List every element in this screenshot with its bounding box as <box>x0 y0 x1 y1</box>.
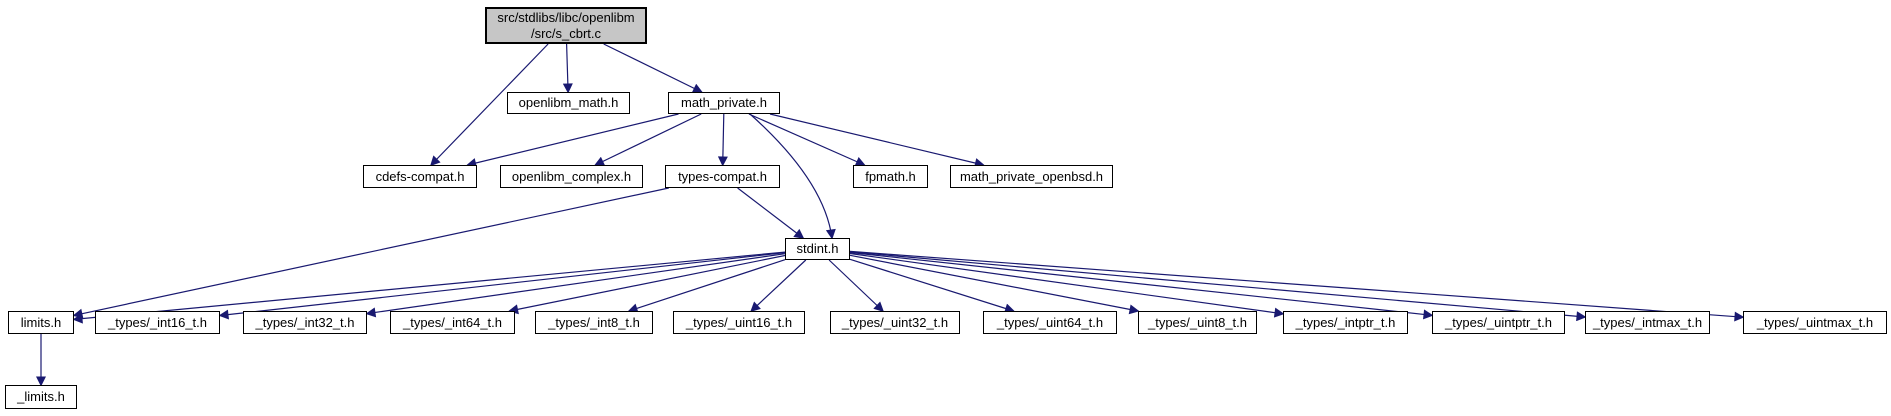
edge-s_cbrt-to-openlibm_math <box>562 43 573 94</box>
edge-stdint-to-int8 <box>627 259 786 314</box>
graph-node-limits_underscore[interactable]: _limits.h <box>5 385 77 409</box>
graph-node-openlibm_math[interactable]: openlibm_math.h <box>507 92 630 114</box>
edge-types_compat-to-limits <box>72 187 669 319</box>
graph-node-intptr[interactable]: _types/_intptr_t.h <box>1283 311 1408 334</box>
graph-node-types_compat[interactable]: types-compat.h <box>665 165 780 188</box>
edge-stdint-to-uint16 <box>750 259 807 313</box>
edge-stdint-to-uint8 <box>849 254 1140 315</box>
edge-math_private-to-openlibm_complex <box>594 113 702 166</box>
edge-s_cbrt-to-math_private <box>603 43 703 93</box>
edge-stdint-to-int16 <box>218 252 786 320</box>
edge-stdint-to-intptr <box>849 252 1285 318</box>
graph-node-limits[interactable]: limits.h <box>8 311 74 334</box>
edge-stdint-to-uintptr <box>849 251 1434 320</box>
edge-stdint-to-uintmax <box>849 250 1745 322</box>
edge-stdint-to-uint32 <box>828 259 884 313</box>
edge-stdint-to-int64 <box>508 254 786 315</box>
graph-node-math_private_openbsd[interactable]: math_private_openbsd.h <box>950 165 1113 188</box>
graph-node-int8[interactable]: _types/_int8_t.h <box>535 311 653 334</box>
graph-node-cdefs_compat[interactable]: cdefs-compat.h <box>363 165 477 188</box>
edge-s_cbrt-to-cdefs_compat <box>430 43 549 167</box>
graph-node-uint32[interactable]: _types/_uint32_t.h <box>830 311 960 334</box>
graph-node-s_cbrt: src/stdlibs/libc/openlibm /src/s_cbrt.c <box>485 7 647 44</box>
edge-stdint-to-intmax <box>849 251 1587 322</box>
graph-node-fpmath[interactable]: fpmath.h <box>853 165 928 188</box>
graph-node-int16[interactable]: _types/_int16_t.h <box>95 311 220 334</box>
graph-node-int64[interactable]: _types/_int64_t.h <box>390 311 515 334</box>
edge-math_private-to-stdint <box>749 113 836 240</box>
graph-node-uintmax[interactable]: _types/_uintmax_t.h <box>1743 311 1887 334</box>
graph-node-uint16[interactable]: _types/_uint16_t.h <box>673 311 805 334</box>
edge-math_private-to-math_private_openbsd <box>769 113 985 168</box>
edge-types_compat-to-stdint <box>737 187 805 239</box>
edge-stdint-to-int32 <box>365 253 786 318</box>
graph-node-uintptr[interactable]: _types/_uintptr_t.h <box>1432 311 1565 334</box>
graph-node-int32[interactable]: _types/_int32_t.h <box>243 311 367 334</box>
edge-math_private-to-cdefs_compat <box>466 113 679 168</box>
edge-math_private-to-types_compat <box>717 113 728 167</box>
graph-node-uint64[interactable]: _types/_uint64_t.h <box>983 311 1117 334</box>
edge-stdint-to-limits <box>72 251 786 324</box>
edge-math_private-to-fpmath <box>748 113 866 167</box>
edge-stdint-to-uint64 <box>849 258 1016 314</box>
graph-node-uint8[interactable]: _types/_uint8_t.h <box>1138 311 1257 334</box>
graph-node-math_private[interactable]: math_private.h <box>668 92 780 114</box>
graph-node-intmax[interactable]: _types/_intmax_t.h <box>1585 311 1710 334</box>
graph-node-openlibm_complex[interactable]: openlibm_complex.h <box>500 165 643 188</box>
graph-node-stdint[interactable]: stdint.h <box>785 238 850 260</box>
